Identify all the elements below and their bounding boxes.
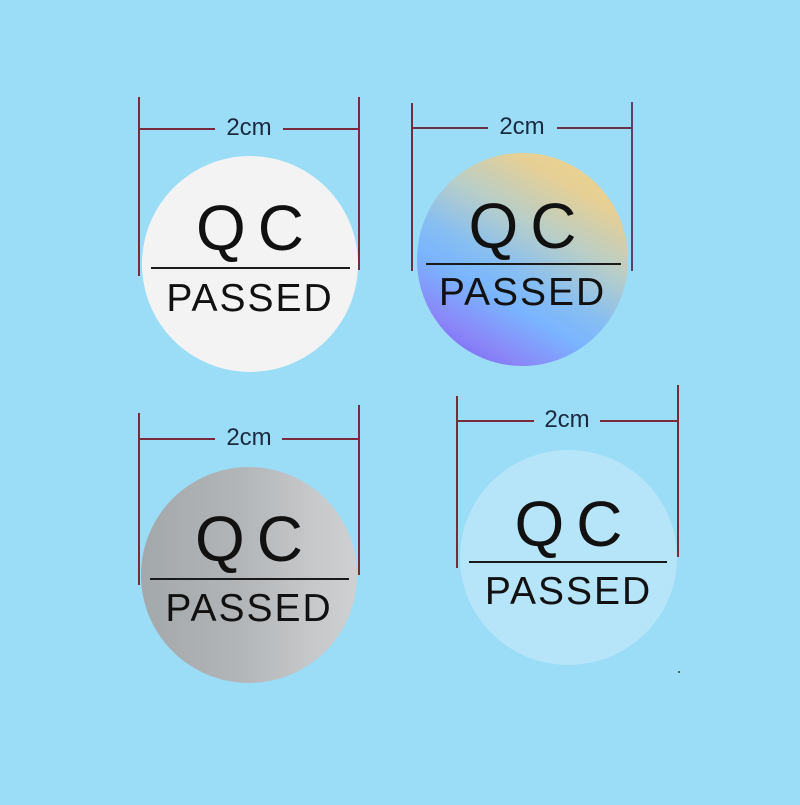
sticker-circle: QC PASSED xyxy=(142,156,358,372)
dimension-label: 2cm xyxy=(226,114,272,141)
dimension-line-horizontal-right xyxy=(283,128,358,130)
sticker-title: QC xyxy=(196,192,316,264)
dust-speck xyxy=(678,671,680,673)
dimension-label: 2cm xyxy=(499,113,545,140)
dimension-line-horizontal-left xyxy=(140,438,215,440)
dimension-line-horizontal-left xyxy=(140,128,215,130)
sticker-divider xyxy=(426,263,621,265)
sticker-divider xyxy=(150,578,349,580)
sticker-divider xyxy=(469,561,667,563)
sticker-title: QC xyxy=(195,503,315,575)
dimension-line-left xyxy=(138,97,140,276)
sticker-divider xyxy=(151,267,350,269)
sticker-subtitle: PASSED xyxy=(166,277,334,320)
dimension-line-right xyxy=(631,102,633,271)
dimension-label: 2cm xyxy=(226,424,272,451)
sticker-circle: QC PASSED xyxy=(141,467,357,683)
dimension-line-right xyxy=(358,405,360,575)
sticker-subtitle: PASSED xyxy=(484,570,653,613)
sticker-title: QC xyxy=(514,488,635,560)
dimension-line-right xyxy=(677,385,679,557)
dimension-line-horizontal-right xyxy=(557,127,631,129)
dimension-line-left xyxy=(456,396,458,568)
sticker-circle: QC PASSED xyxy=(417,153,628,366)
dimension-label: 2cm xyxy=(544,406,590,433)
sticker-subtitle: PASSED xyxy=(165,587,333,630)
dimension-line-right xyxy=(358,97,360,270)
dimension-line-horizontal-right xyxy=(282,438,358,440)
dimension-line-left xyxy=(411,103,413,271)
sticker-title: QC xyxy=(468,190,589,262)
dimension-line-horizontal-right xyxy=(600,420,677,422)
dimension-line-left xyxy=(138,413,140,585)
sticker-circle: QC PASSED xyxy=(460,450,677,665)
sticker-subtitle: PASSED xyxy=(438,271,607,314)
dimension-line-horizontal-left xyxy=(413,127,488,129)
dimension-line-horizontal-left xyxy=(458,420,534,422)
